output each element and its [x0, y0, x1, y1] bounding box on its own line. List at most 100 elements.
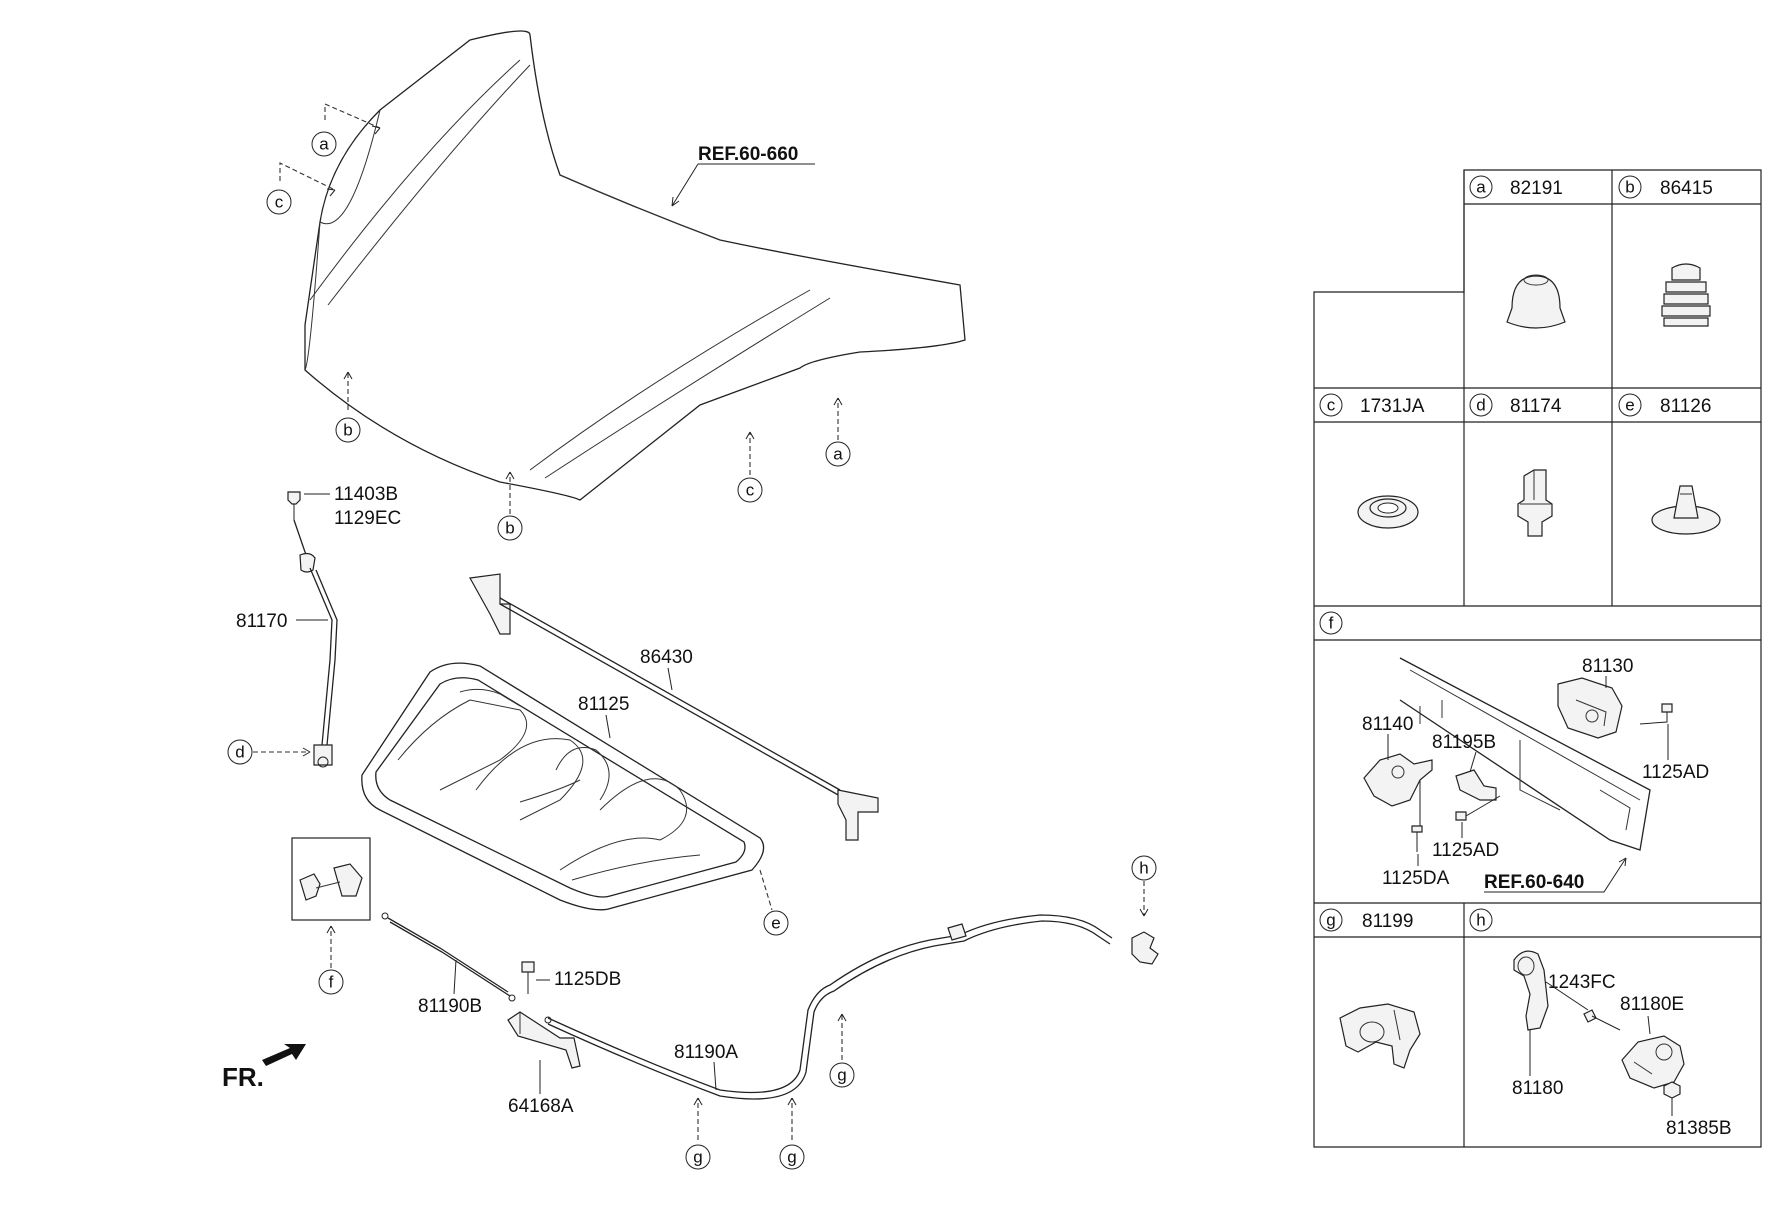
ref-cowl: REF.60-640	[1484, 857, 1627, 893]
cable-81190B	[381, 912, 516, 1002]
label-81180E: 81180E	[1620, 994, 1684, 1015]
hood-insulator-pad	[361, 662, 765, 911]
hood-callout-c-top: c	[266, 162, 336, 215]
cable-callout-g-1: g	[685, 1097, 711, 1170]
callout-letter-b: b	[343, 421, 352, 440]
table-cell-a: a 82191	[1469, 175, 1566, 329]
cable-callout-g-2: g	[779, 1097, 805, 1170]
clip-81126-icon	[1651, 485, 1721, 535]
cowl-panel	[1399, 657, 1651, 851]
cable-81190A	[544, 914, 1113, 1100]
bracket-81195B	[1455, 769, 1497, 801]
label-81140: 81140	[1362, 714, 1413, 735]
bolt-1125AD-upper	[1639, 703, 1673, 725]
cell-g-part: 81199	[1362, 911, 1413, 932]
front-arrow-icon	[262, 1044, 306, 1066]
label-86430: 86430	[640, 647, 693, 668]
table-cell-f: f	[1319, 611, 1709, 893]
hood-callout-b-left: b	[335, 371, 361, 443]
callout-letter-a: a	[319, 135, 329, 154]
release-handle	[1131, 931, 1159, 965]
ref-hood: REF.60-660	[671, 144, 815, 207]
ref-hood-label: REF.60-660	[698, 144, 798, 165]
cable-callout-g-3: g	[829, 1013, 855, 1088]
striker-81140	[1363, 753, 1433, 807]
cell-c-letter: c	[1327, 396, 1336, 415]
bolt-1125DA	[1411, 780, 1423, 852]
label-81130: 81130	[1582, 656, 1633, 677]
table-cell-d: d 81174	[1469, 393, 1562, 537]
bracket-64168A	[507, 1011, 581, 1069]
latch-callout-f: f	[318, 925, 344, 995]
front-marker-label: FR.	[222, 1062, 264, 1092]
cell-g-letter: g	[1326, 911, 1335, 930]
label-11403B: 11403B	[334, 484, 398, 505]
clip-81174-icon	[1517, 469, 1553, 537]
cell-e-letter: e	[1625, 396, 1634, 415]
cell-e-part: 81126	[1660, 396, 1711, 417]
cell-c-part: 1731JA	[1360, 396, 1425, 417]
cell-h-letter: h	[1476, 911, 1485, 930]
cable-clip-81199-icon	[1339, 1003, 1421, 1069]
cell-d-letter: d	[1476, 396, 1485, 415]
callout-letter-a: a	[833, 445, 843, 464]
callout-letter-e: e	[771, 914, 780, 933]
cell-b-part: 86415	[1660, 178, 1713, 199]
label-64168A: 64168A	[508, 1096, 574, 1117]
label-1243FC: 1243FC	[1548, 972, 1616, 993]
label-81190A: 81190A	[674, 1042, 738, 1063]
label-81190B: 81190B	[418, 996, 482, 1017]
table-cell-e: e 81126	[1618, 393, 1721, 535]
bumper-82191-icon	[1506, 275, 1566, 329]
cell-a-part: 82191	[1510, 178, 1563, 199]
label-81195B: 81195B	[1432, 732, 1496, 753]
table-cell-h: h 1243FC 81180E 81180 81385B	[1469, 908, 1732, 1139]
label-1129EC: 1129EC	[334, 508, 401, 529]
handle-bracket-81180E	[1621, 1035, 1685, 1089]
table-cell-b: b 86415	[1618, 175, 1713, 327]
nut-81385B	[1663, 1081, 1681, 1099]
hood-callout-c-bottom: c	[737, 431, 763, 503]
front-indicator: FR.	[222, 1044, 306, 1092]
callout-letter-g: g	[837, 1066, 846, 1085]
table-cell-c: c 1731JA	[1319, 393, 1425, 529]
label-81180: 81180	[1512, 1078, 1563, 1099]
label-1125AD-upper: 1125AD	[1642, 762, 1709, 783]
screw-1243FC	[1583, 1009, 1621, 1031]
callout-letter-f: f	[329, 973, 334, 992]
hood-panel	[304, 30, 966, 501]
insulator-callout-e: e	[759, 869, 789, 936]
callout-letter-c: c	[746, 481, 755, 500]
hood-latch-81130	[1557, 677, 1623, 739]
ref-cowl-label: REF.60-640	[1484, 872, 1584, 893]
callout-letter-b: b	[505, 519, 514, 538]
callout-letter-g: g	[693, 1148, 702, 1167]
callout-letter-g: g	[787, 1148, 796, 1167]
label-1125AD-lower: 1125AD	[1432, 840, 1499, 861]
hood-seal-strip	[469, 573, 879, 841]
handle-callout-h: h	[1131, 855, 1157, 917]
release-lever-81180	[1513, 950, 1549, 1031]
parts-table-grid	[1313, 169, 1762, 1148]
callout-letter-d: d	[235, 743, 244, 762]
latch-inset	[291, 837, 371, 921]
cell-f-letter: f	[1329, 614, 1334, 633]
label-81125: 81125	[578, 694, 629, 715]
callout-letter-c: c	[275, 193, 284, 212]
label-1125DB: 1125DB	[554, 969, 621, 990]
hood-callout-a-bottom: a	[825, 397, 851, 467]
bumper-86415-icon	[1661, 263, 1711, 327]
stay-callout-d: d	[227, 739, 311, 765]
hood-callout-b-bottom: b	[497, 471, 523, 541]
bolt-1125AD-lower	[1455, 795, 1501, 821]
grommet-1731JA-icon	[1357, 495, 1419, 529]
label-81170: 81170	[236, 611, 287, 632]
cell-b-letter: b	[1625, 178, 1634, 197]
cell-a-letter: a	[1476, 178, 1486, 197]
bolt-1125DB	[521, 961, 535, 994]
hood-stay-rod	[287, 491, 338, 768]
table-cell-g: g 81199	[1319, 908, 1421, 1069]
cell-d-part: 81174	[1510, 396, 1562, 417]
